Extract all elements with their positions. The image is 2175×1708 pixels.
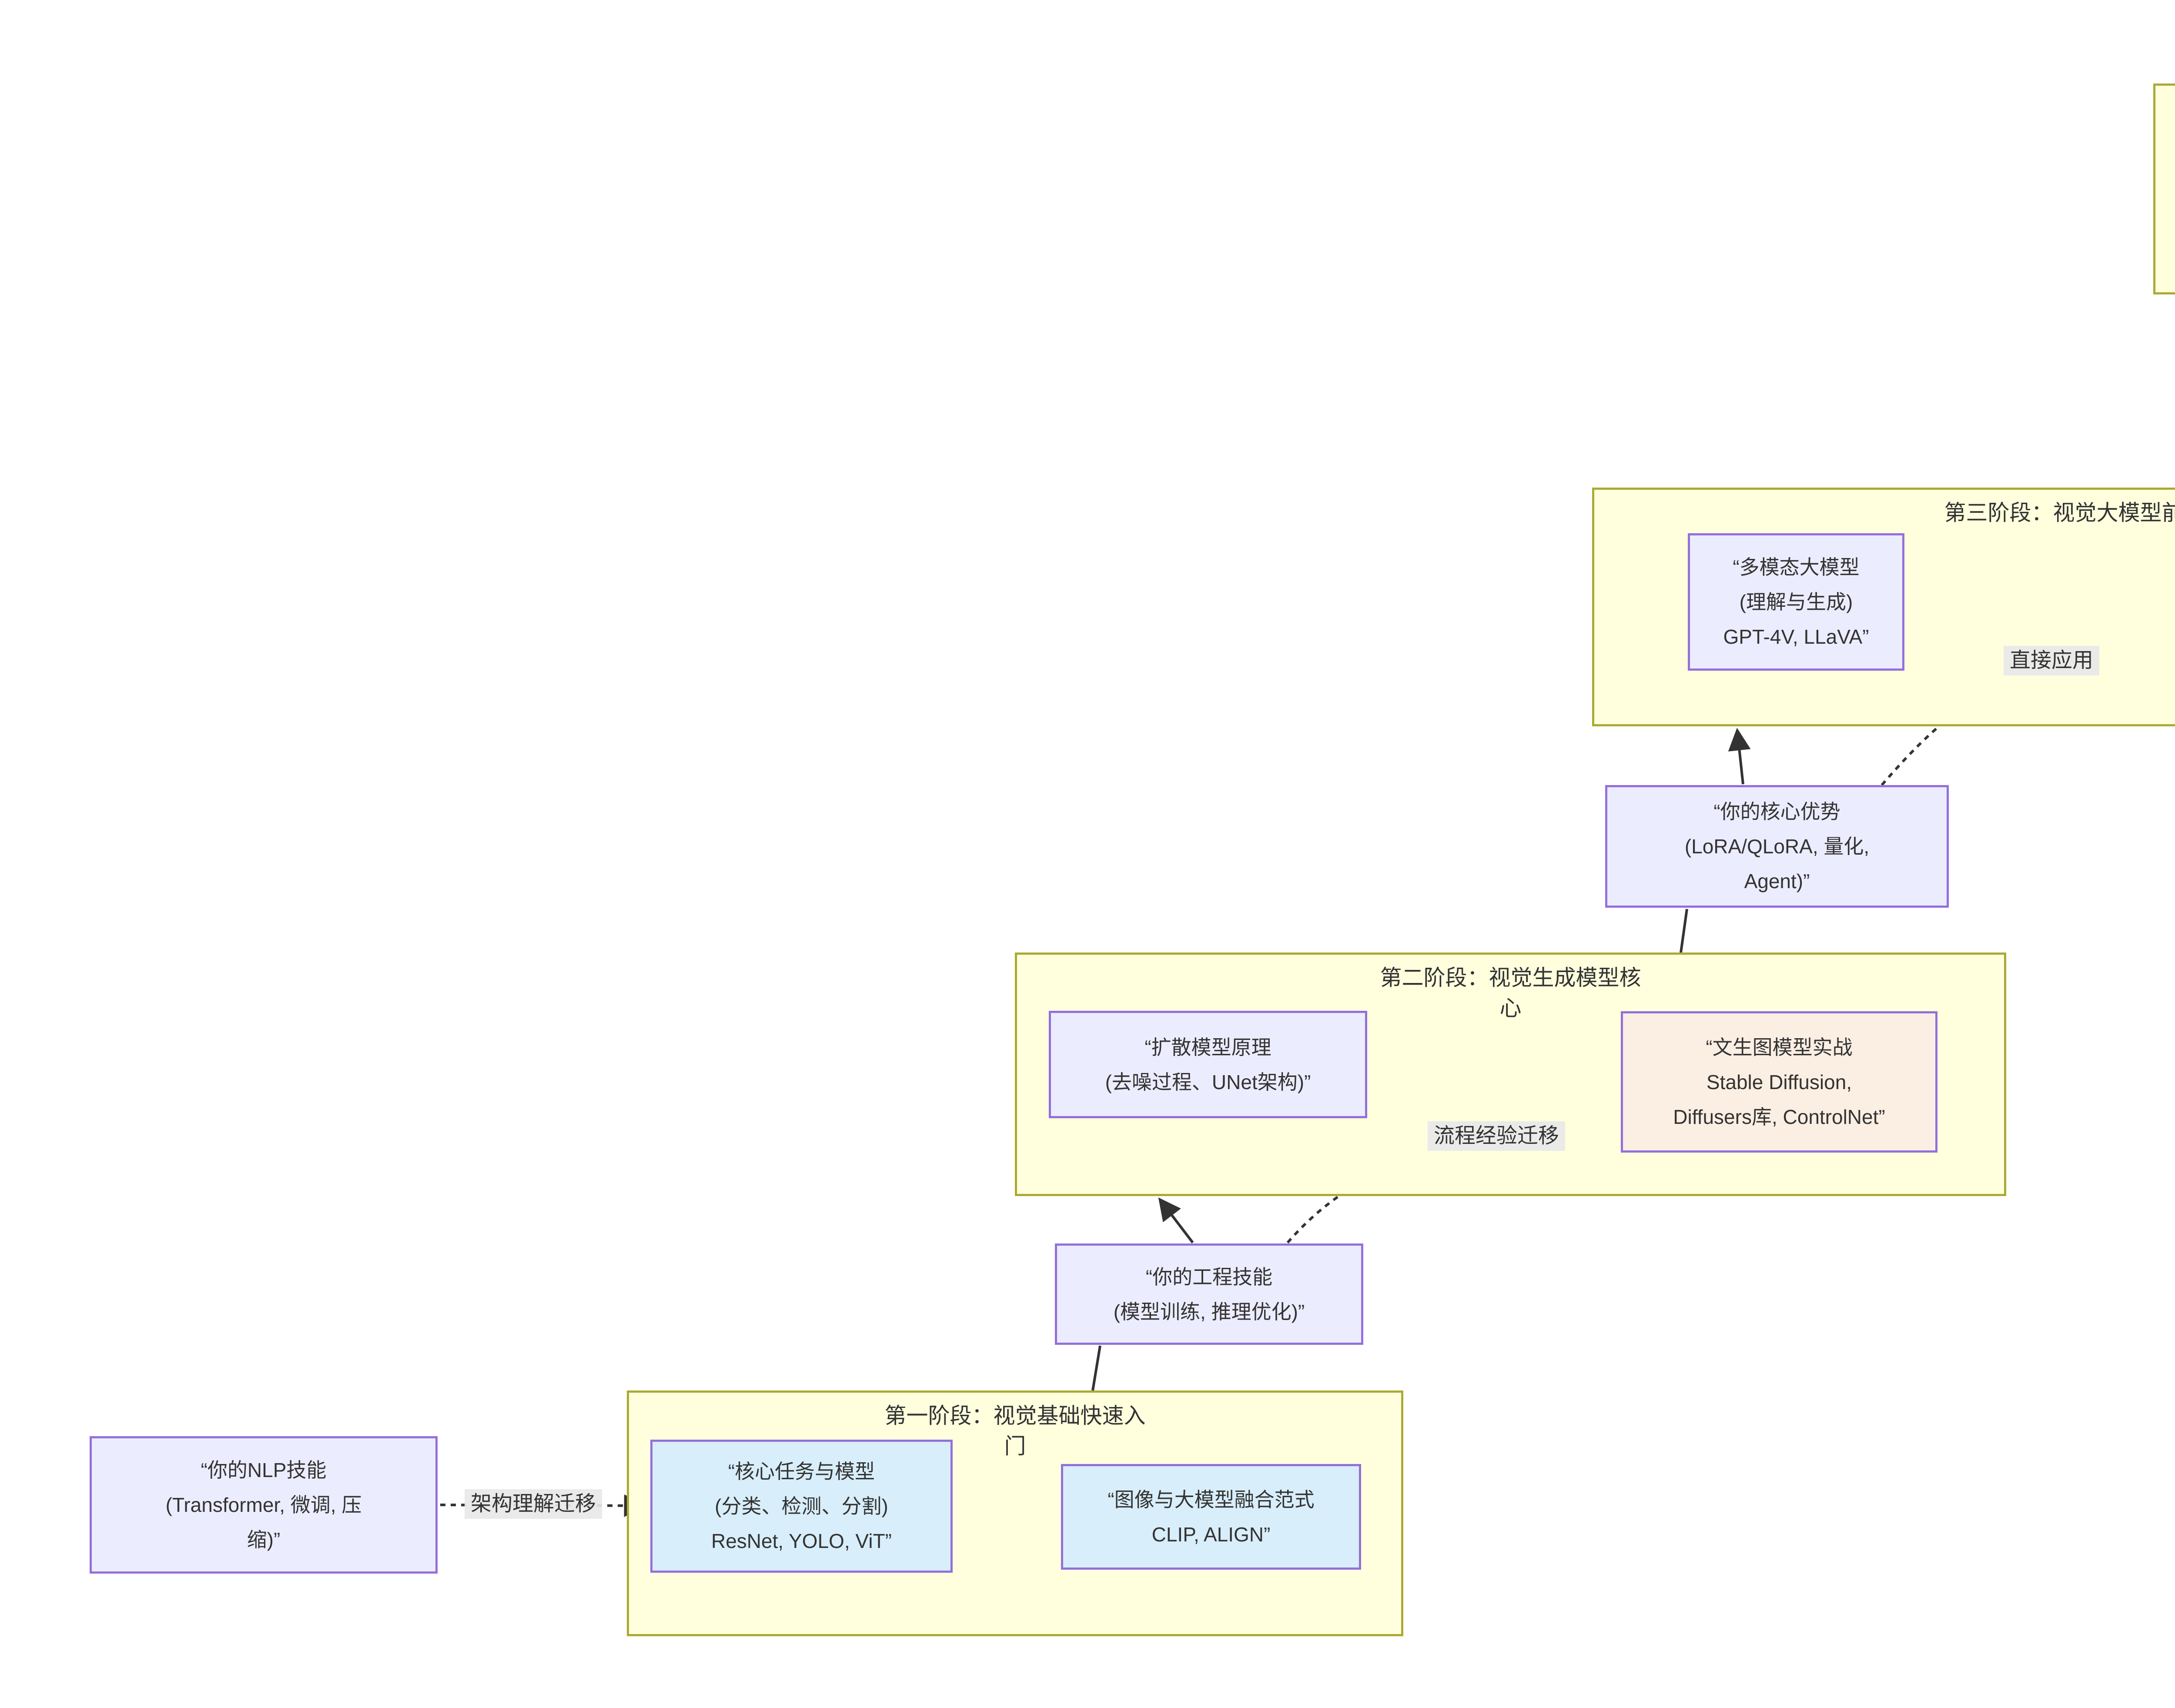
edge-eng-skills-to-stage2 <box>1158 1197 1194 1243</box>
node-nlp-skills-line1: “你的NLP技能 <box>201 1459 327 1481</box>
stage3-title: 第三阶段：视觉大模型前沿 <box>1594 498 2175 528</box>
node-fusion-paradigm-line2: CLIP, ALIGN” <box>1151 1523 1271 1546</box>
edge-stage2-to-core-advantage <box>1680 909 1688 953</box>
node-diffusion-principle-line1: “扩散模型原理 <box>1144 1036 1272 1059</box>
stage2-title: 第二阶段：视觉生成模型核 心 <box>1017 963 2004 1023</box>
stage1-title-line2: 门 <box>1004 1434 1026 1458</box>
stage4-container: 第四阶段：项目与融合应用 <box>2153 84 2175 294</box>
node-core-tasks-line2: (分类、检测、分割) <box>715 1495 888 1517</box>
node-core-tasks-line1: “核心任务与模型 <box>728 1460 875 1483</box>
edge-label-direct-apply: 直接应用 <box>2003 646 2100 675</box>
node-core-advantage: “你的核心优势 (LoRA/QLoRA, 量化, Agent)” <box>1605 785 1949 908</box>
stage1-title-line1: 第一阶段：视觉基础快速入 <box>884 1404 1146 1428</box>
stage2-title-line1: 第二阶段：视觉生成模型核 <box>1380 966 1641 990</box>
node-core-tasks-line3: ResNet, YOLO, ViT” <box>711 1530 892 1552</box>
node-core-advantage-line1: “你的核心优势 <box>1713 800 1840 823</box>
node-nlp-skills-line2: (Transformer, 微调, 压 <box>165 1494 362 1516</box>
node-nlp-skills: “你的NLP技能 (Transformer, 微调, 压 缩)” <box>90 1436 438 1574</box>
node-eng-skills-line2: (模型训练, 推理优化)” <box>1113 1300 1305 1323</box>
node-fusion-paradigm: “图像与大模型融合范式 CLIP, ALIGN” <box>1061 1464 1361 1570</box>
node-core-tasks: “核心任务与模型 (分类、检测、分割) ResNet, YOLO, ViT” <box>650 1440 953 1573</box>
node-core-advantage-line3: Agent)” <box>1744 870 1810 892</box>
node-diffusion-principle-line2: (去噪过程、UNet架构)” <box>1105 1070 1311 1093</box>
node-multimodal-line3: GPT-4V, LLaVA” <box>1723 625 1869 648</box>
node-multimodal-line2: (理解与生成) <box>1739 591 1853 613</box>
node-diffusion-principle: “扩散模型原理 (去噪过程、UNet架构)” <box>1049 1011 1367 1118</box>
stage3-title-line1: 第三阶段：视觉大模型前沿 <box>1944 501 2175 525</box>
node-t2i-practice-line3: Diffusers库, ControlNet” <box>1673 1105 1885 1128</box>
node-t2i-practice-line2: Stable Diffusion, <box>1706 1070 1852 1093</box>
node-fusion-paradigm-line1: “图像与大模型融合范式 <box>1108 1488 1315 1511</box>
stage4-title: 第四阶段：项目与融合应用 <box>2155 94 2175 124</box>
edge-stage1-to-eng-skills <box>1091 1345 1101 1391</box>
edge-core-advantage-to-stage3 <box>1728 728 1751 785</box>
node-eng-skills: “你的工程技能 (模型训练, 推理优化)” <box>1055 1243 1363 1345</box>
node-nlp-skills-line3: 缩)” <box>247 1528 281 1551</box>
node-t2i-practice: “文生图模型实战 Stable Diffusion, Diffusers库, C… <box>1621 1011 1937 1153</box>
node-eng-skills-line1: “你的工程技能 <box>1145 1265 1273 1288</box>
node-core-advantage-line2: (LoRA/QLoRA, 量化, <box>1684 835 1870 858</box>
stage2-title-line2: 心 <box>1499 996 1522 1020</box>
edge-label-process-transfer: 流程经验迁移 <box>1427 1121 1566 1151</box>
node-t2i-practice-line1: “文生图模型实战 <box>1706 1036 1853 1059</box>
edge-label-arch-transfer: 架构理解迁移 <box>464 1489 602 1519</box>
node-multimodal: “多模态大模型 (理解与生成) GPT-4V, LLaVA” <box>1688 533 1904 671</box>
stage4-title-line1: 第四阶段：项目与融合应用 <box>2155 94 2175 124</box>
node-multimodal-line1: “多模态大模型 <box>1733 556 1860 578</box>
stage1-title: 第一阶段：视觉基础快速入 门 <box>629 1400 1401 1461</box>
